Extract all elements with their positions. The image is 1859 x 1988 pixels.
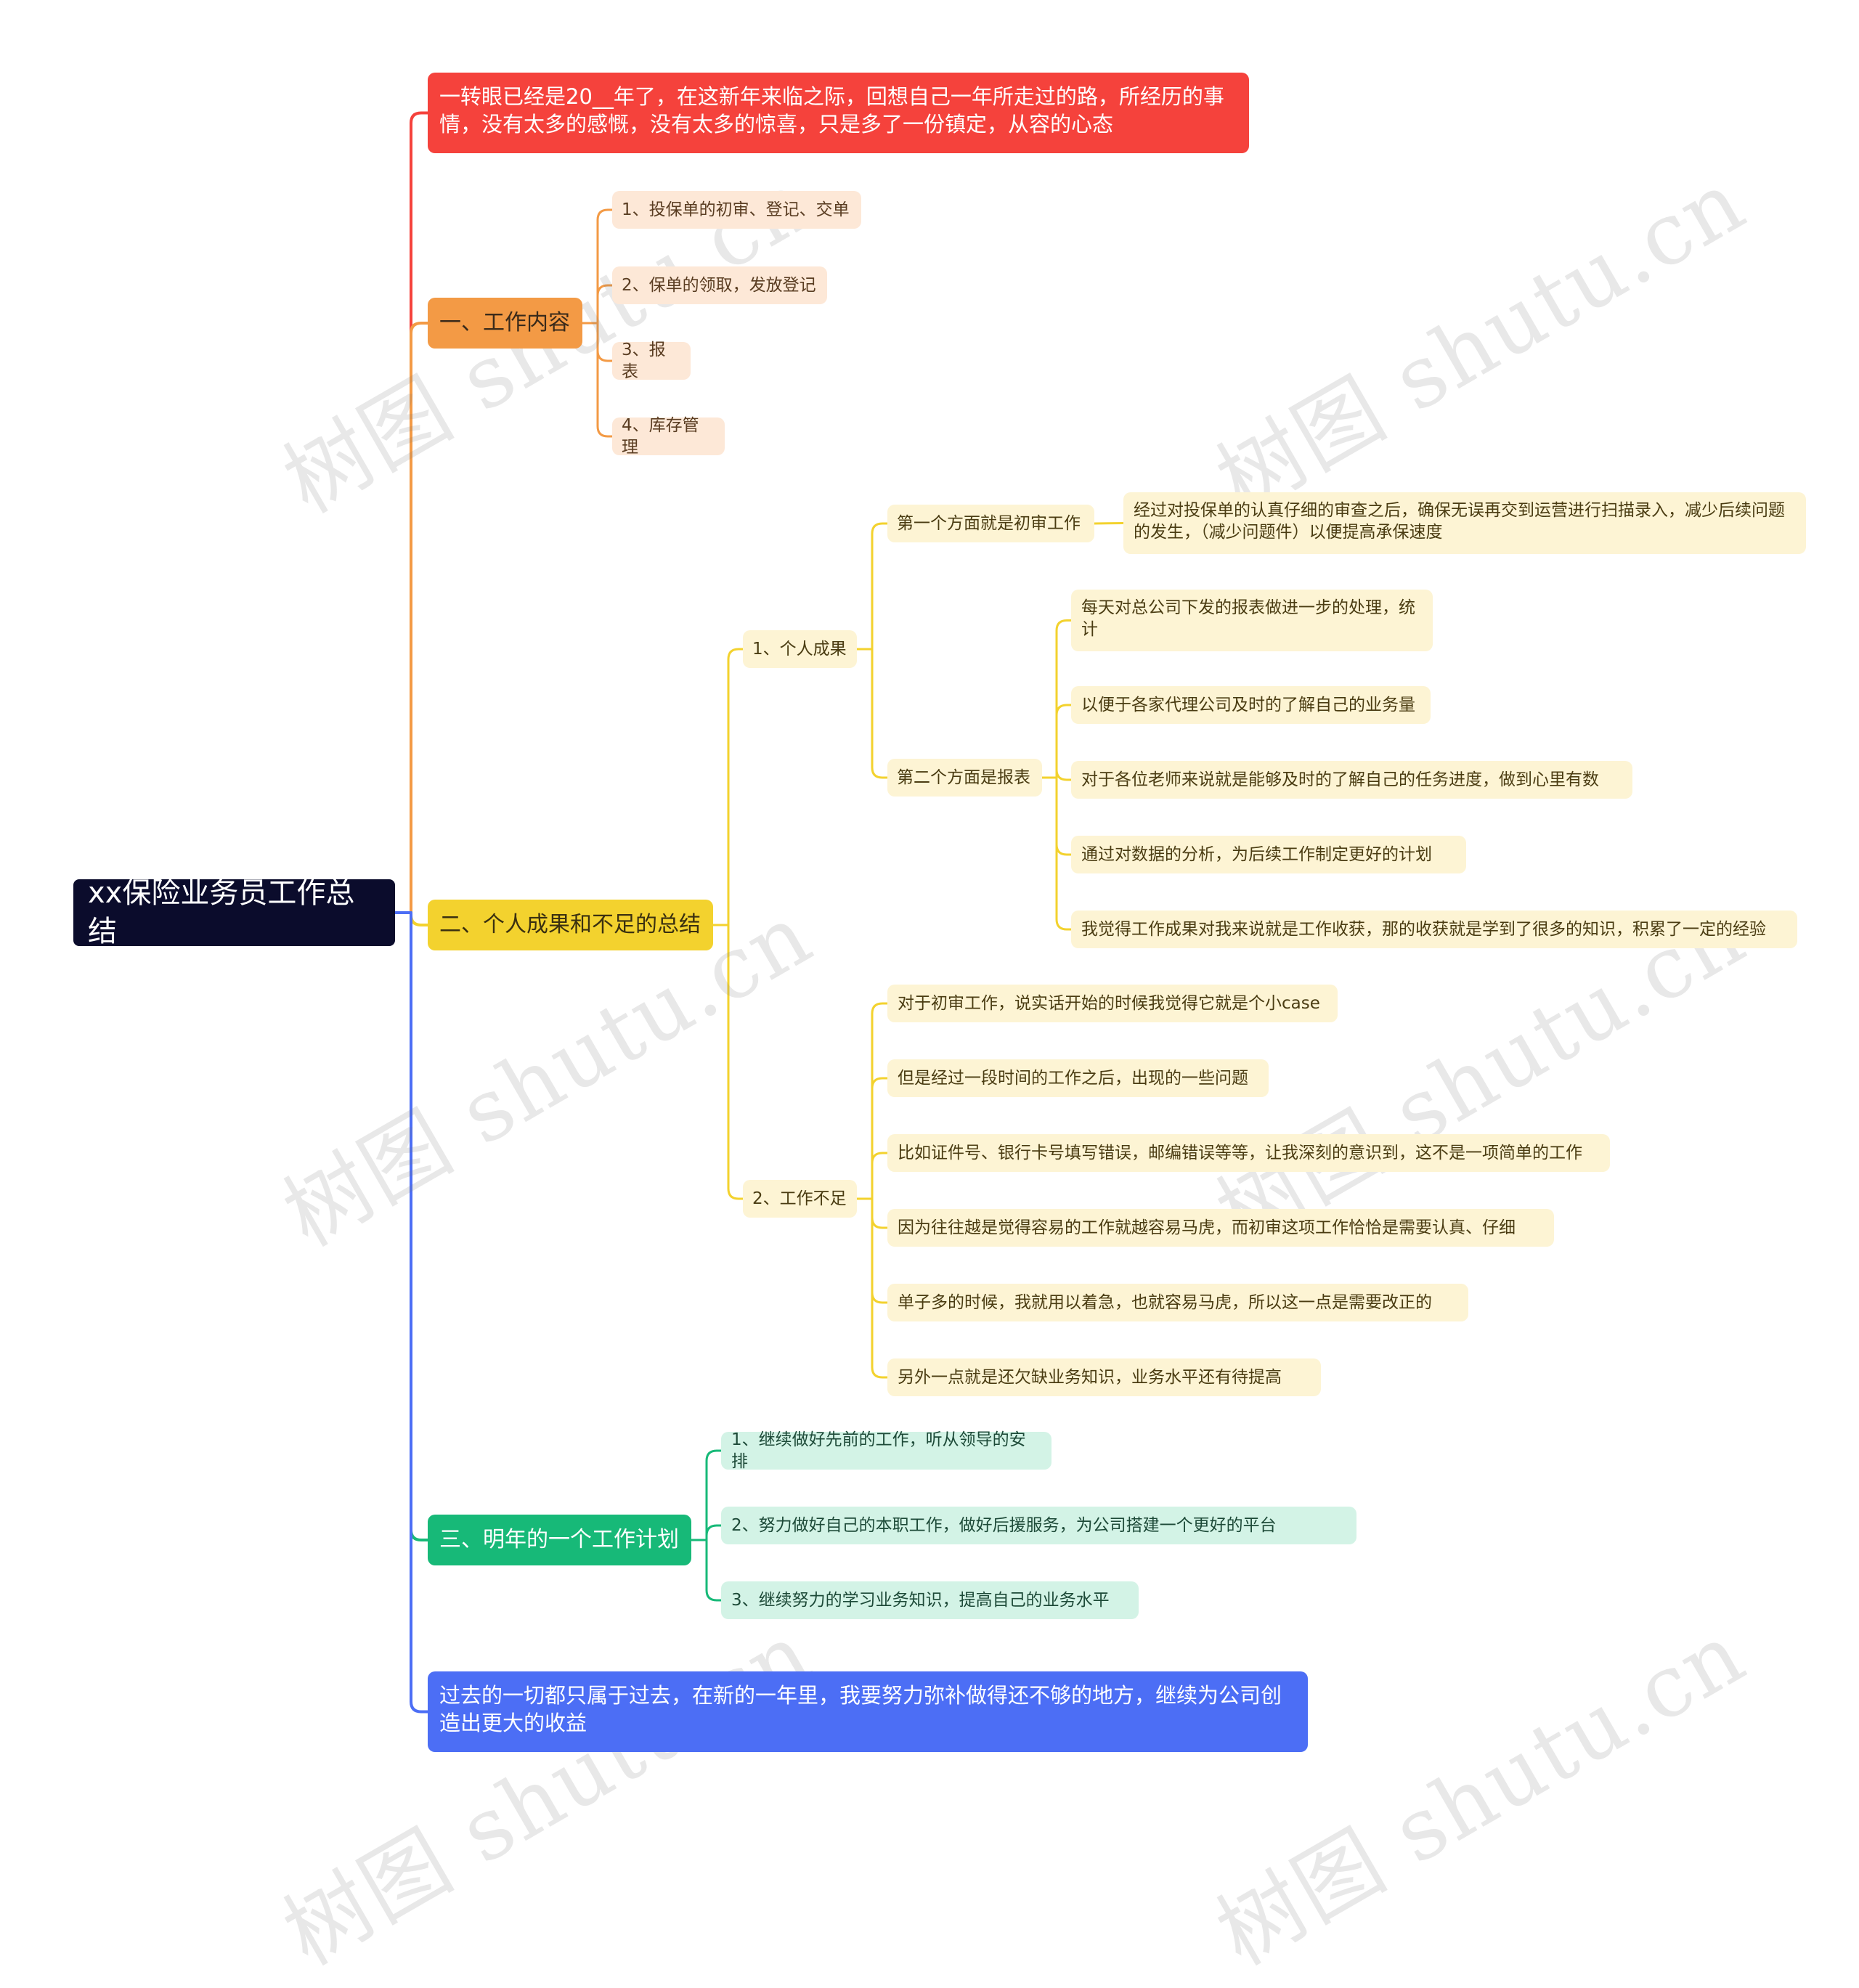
plan-item[interactable]: 2、努力做好自己的本职工作，做好后援服务，为公司搭建一个更好的平台 (721, 1507, 1356, 1544)
intro-topic[interactable]: 一转眼已经是20__年了，在这新年来临之际，回想自己一年所走过的路，所经历的事情… (428, 73, 1249, 153)
connector-line (394, 322, 429, 914)
report-detail[interactable]: 通过对数据的分析，为后续工作制定更好的计划 (1071, 836, 1466, 873)
connector-line (855, 522, 889, 651)
shortcoming-item[interactable]: 比如证件号、银行卡号填写错误，邮编错误等等，让我深刻的意识到，这不是一项简单的工… (887, 1134, 1610, 1172)
connector-line (712, 648, 744, 926)
shortcoming-item[interactable]: 单子多的时候，我就用以着急，也就容易马虎，所以这一点是需要改正的 (887, 1284, 1468, 1321)
connector-line (581, 322, 614, 438)
review-detail[interactable]: 经过对投保单的认真仔细的审查之后，确保无误再交到运营进行扫描录入，减少后续问题的… (1123, 492, 1806, 554)
shortcoming-item[interactable]: 因为往往越是觉得容易的工作就越容易马虎，而初审这项工作恰恰是需要认真、仔细 (887, 1209, 1554, 1247)
connector-line (1041, 704, 1073, 779)
connector-line (855, 1152, 889, 1200)
aspect-first-review[interactable]: 第一个方面就是初审工作 (887, 505, 1094, 542)
outro-topic[interactable]: 过去的一切都只属于过去，在新的一年里，我要努力弥补做得还不够的地方，继续为公司创… (428, 1671, 1308, 1752)
work-item[interactable]: 2、保单的领取，发放登记 (612, 266, 827, 304)
work-item[interactable]: 1、投保单的初审、登记、交单 (612, 191, 861, 229)
plan-item[interactable]: 3、继续努力的学习业务知识，提高自己的业务水平 (721, 1581, 1139, 1619)
work-item[interactable]: 3、报表 (612, 341, 691, 381)
report-detail[interactable]: 每天对总公司下发的报表做进一步的处理，统计 (1071, 590, 1433, 651)
connector-line (712, 924, 744, 1200)
connector-line (690, 1449, 723, 1541)
branch-plan[interactable]: 三、明年的一个工作计划 (428, 1515, 691, 1565)
mind-map: 树图 shutu.cn 树图 shutu.cn 树图 shutu.cn 树图 s… (73, 73, 1806, 1984)
connector-line (855, 1197, 889, 1379)
work-shortcomings[interactable]: 2、工作不足 (743, 1180, 857, 1218)
connector-line (394, 911, 429, 1714)
shortcoming-item[interactable]: 对于初审工作，说实话开始的时候我觉得它就是个小case (887, 985, 1338, 1022)
work-item[interactable]: 4、库存管理 (612, 416, 725, 457)
aspect-report[interactable]: 第二个方面是报表 (887, 759, 1042, 797)
branch-work-content[interactable]: 一、工作内容 (428, 298, 582, 349)
report-detail[interactable]: 以便于各家代理公司及时的了解自己的业务量 (1071, 686, 1431, 724)
root-topic[interactable]: xx保险业务员工作总结 (73, 876, 395, 948)
report-detail[interactable]: 对于各位老师来说就是能够及时的了解自己的任务进度，做到心里有数 (1071, 761, 1632, 799)
plan-item[interactable]: 1、继续做好先前的工作，听从领导的安排 (721, 1430, 1051, 1471)
connector-line (1041, 776, 1073, 931)
shortcoming-item[interactable]: 另外一点就是还欠缺业务知识，业务水平还有待提高 (887, 1358, 1321, 1396)
connector-line (855, 648, 889, 779)
connector-line (581, 284, 614, 325)
branch-summary[interactable]: 二、个人成果和不足的总结 (428, 900, 713, 950)
personal-achievement[interactable]: 1、个人成果 (743, 630, 857, 668)
connector-lines (394, 111, 1125, 1714)
connector-line (690, 1539, 723, 1602)
report-detail[interactable]: 我觉得工作成果对我来说就是工作收获，那的收获就是学到了很多的知识，积累了一定的经… (1071, 911, 1797, 948)
shortcoming-item[interactable]: 但是经过一段时间的工作之后，出现的一些问题 (887, 1059, 1269, 1097)
